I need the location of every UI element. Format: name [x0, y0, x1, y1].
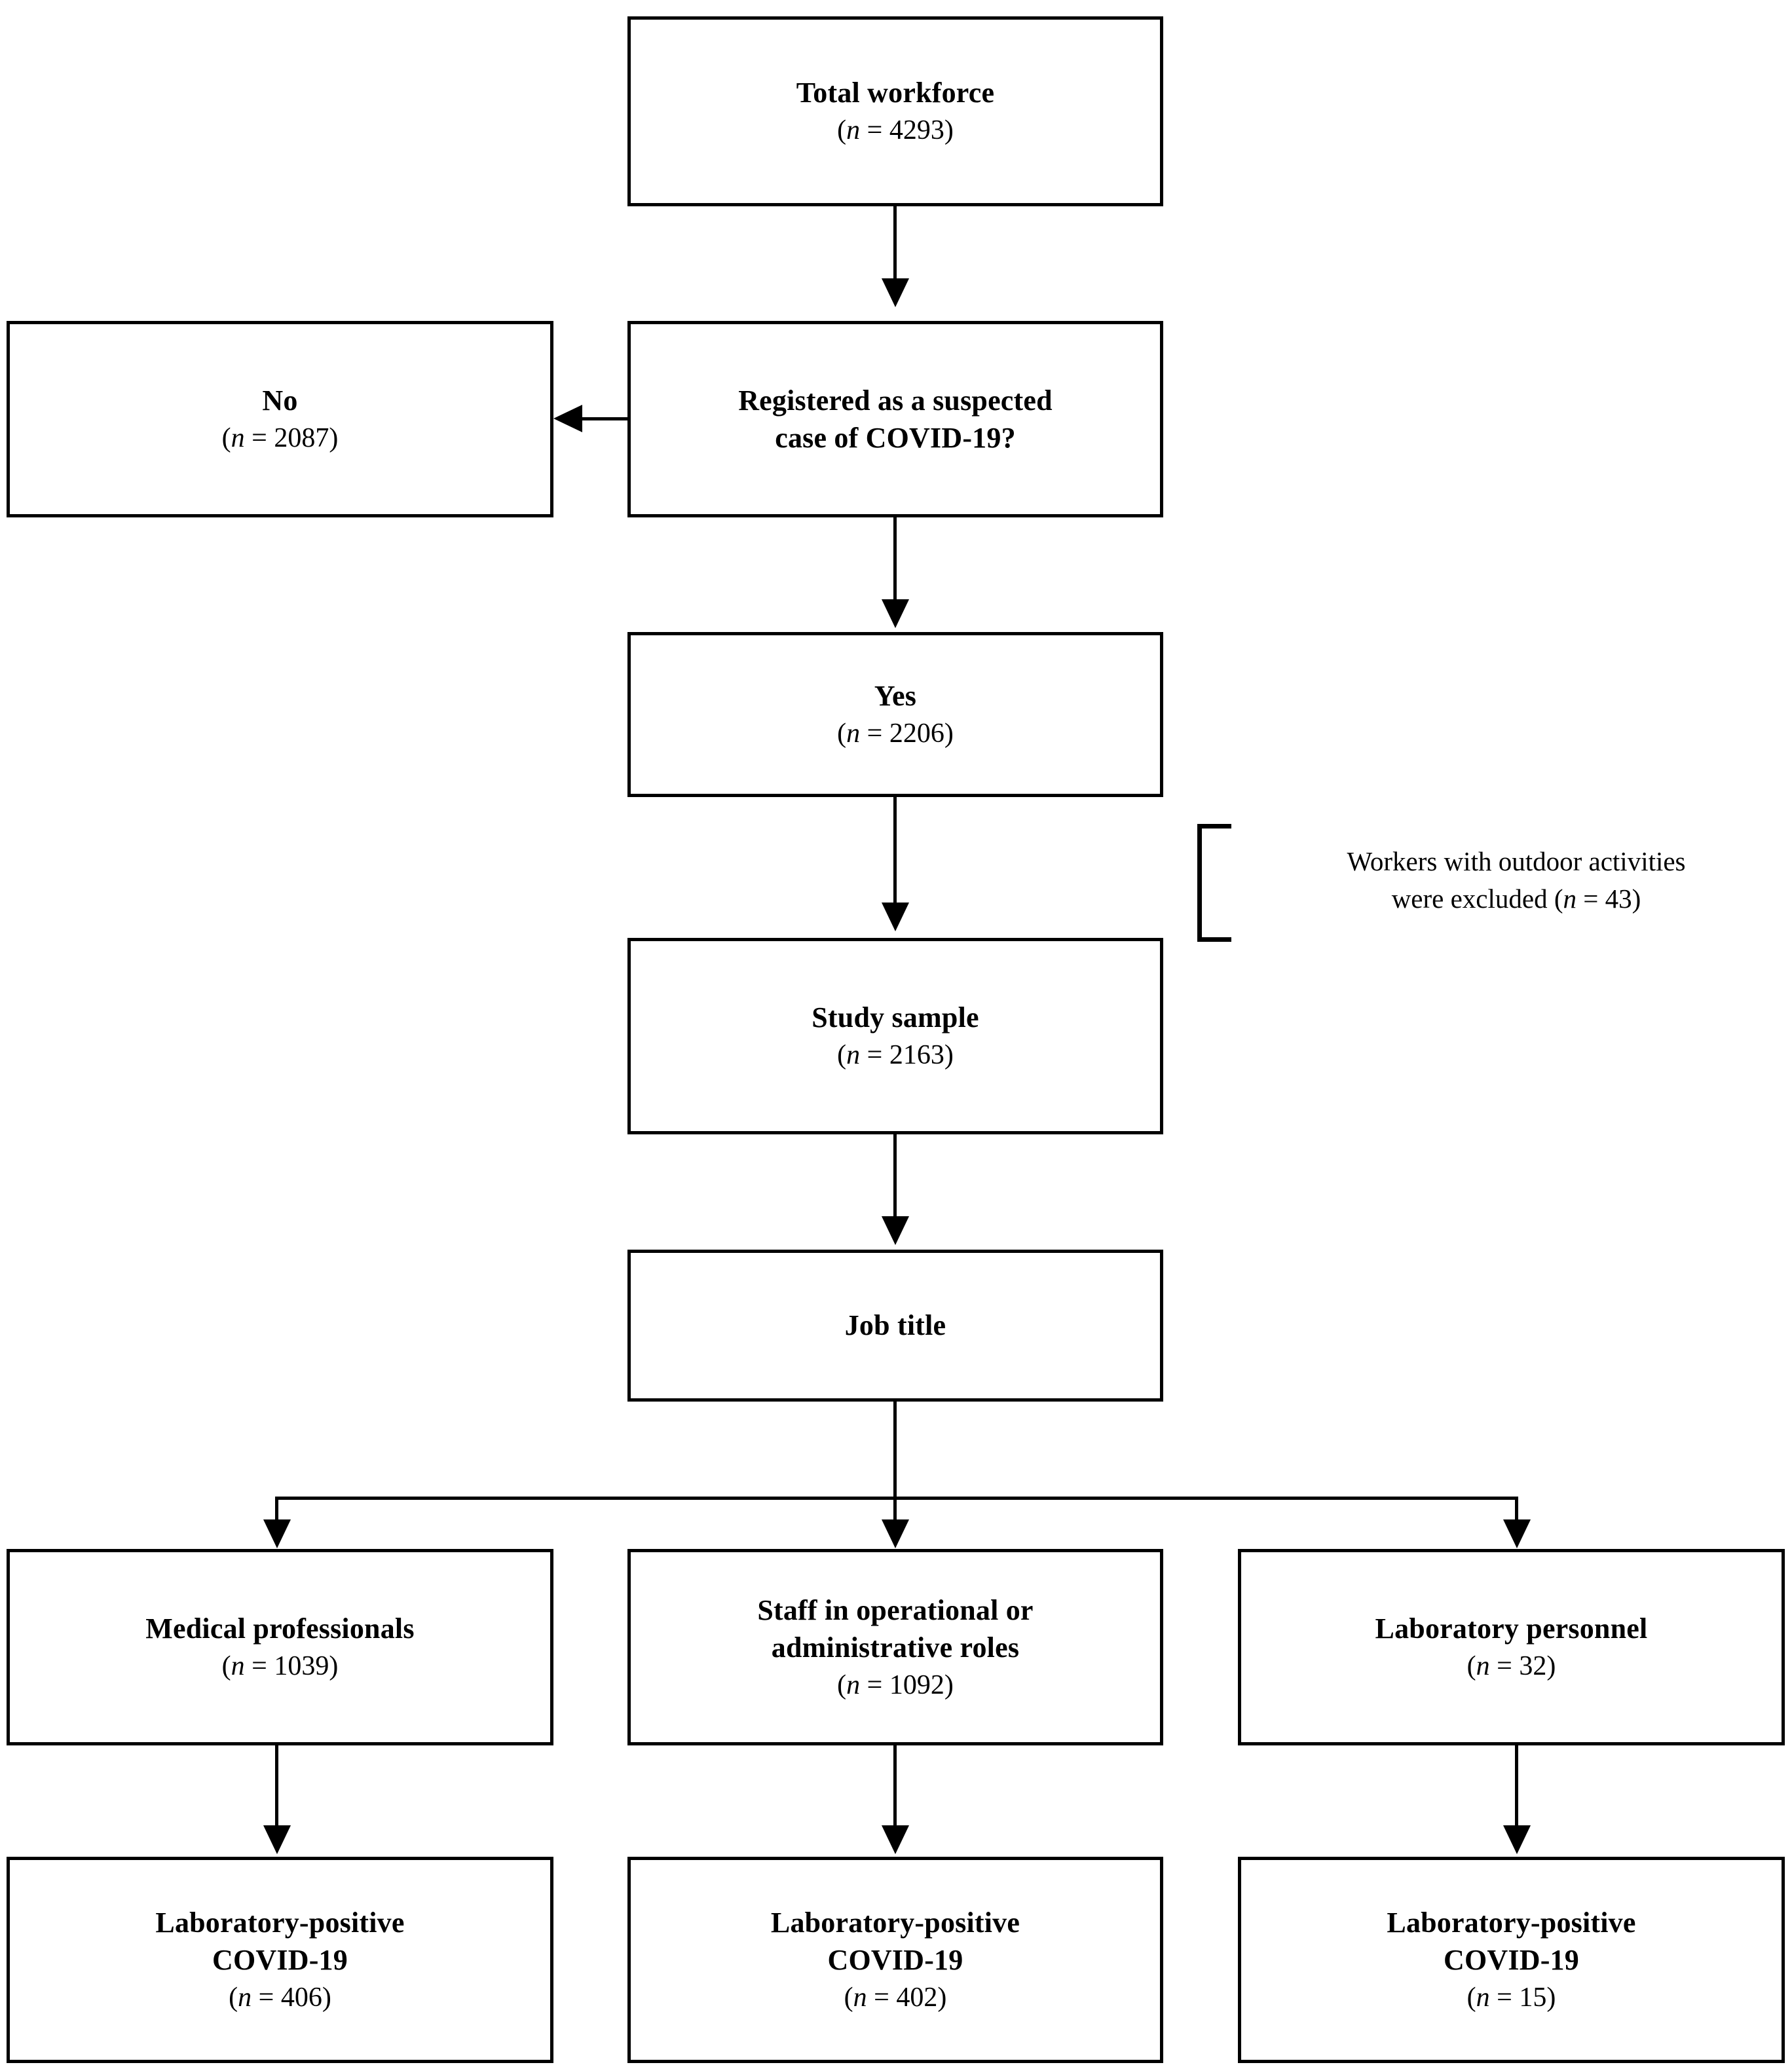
connector-medical-to-lab-positive [275, 1745, 278, 1827]
node-total-workforce: Total workforce (n = 4293) [627, 16, 1163, 206]
connector-job-title-stem [893, 1402, 897, 1500]
node-operational-administrative-staff: Staff in operational or administrative r… [627, 1549, 1163, 1745]
node-laboratory-personnel-count: (n = 32) [1466, 1651, 1556, 1682]
node-laboratory-personnel: Laboratory personnel (n = 32) [1238, 1549, 1785, 1745]
node-lab-positive-medical-count: (n = 406) [229, 1983, 331, 2013]
node-laboratory-personnel-title: Laboratory personnel [1375, 1612, 1648, 1645]
node-lab-positive-laboratory-title: Laboratory-positive COVID-19 [1387, 1907, 1636, 1977]
node-study-sample: Study sample (n = 2163) [627, 938, 1163, 1134]
arrowhead-yes-to-study-sample [882, 903, 909, 931]
node-lab-positive-laboratory: Laboratory-positive COVID-19 (n = 15) [1238, 1857, 1785, 2063]
exclusion-bracket [1197, 824, 1231, 942]
arrowhead-total-to-registered [882, 278, 909, 307]
arrowhead-branch-to-medical [263, 1519, 291, 1548]
arrowhead-medical-to-lab-positive [263, 1825, 291, 1854]
connector-branch-to-operational [893, 1497, 897, 1523]
arrowhead-branch-to-operational [882, 1519, 909, 1548]
connector-study-sample-to-job-title [893, 1134, 897, 1220]
node-lab-positive-operational-title: Laboratory-positive COVID-19 [770, 1907, 1020, 1977]
connector-branch-to-laboratory [1515, 1497, 1518, 1523]
node-no-title: No [262, 384, 298, 417]
node-yes-count: (n = 2206) [837, 718, 954, 749]
node-no-count: (n = 2087) [221, 423, 339, 454]
connector-operational-to-lab-positive [893, 1745, 897, 1827]
node-lab-positive-medical-title: Laboratory-positive COVID-19 [155, 1907, 405, 1977]
connector-total-to-registered [893, 206, 897, 282]
node-study-sample-count: (n = 2163) [837, 1040, 954, 1071]
arrowhead-laboratory-to-lab-positive [1503, 1825, 1531, 1854]
node-registered-suspected-case: Registered as a suspected case of COVID-… [627, 321, 1163, 517]
connector-registered-to-yes [893, 517, 897, 603]
connector-branch-to-medical [275, 1497, 278, 1523]
node-medical-professionals-title: Medical professionals [145, 1612, 415, 1645]
node-registered-suspected-case-title: Registered as a suspected case of COVID-… [738, 384, 1053, 454]
connector-registered-to-no [582, 417, 629, 420]
node-medical-professionals-count: (n = 1039) [221, 1651, 339, 1682]
connector-job-title-branch-bar [275, 1497, 1518, 1500]
node-yes-title: Yes [874, 680, 917, 713]
node-lab-positive-medical: Laboratory-positive COVID-19 (n = 406) [7, 1857, 553, 2063]
node-operational-administrative-staff-title: Staff in operational or administrative r… [757, 1593, 1034, 1664]
node-lab-positive-operational: Laboratory-positive COVID-19 (n = 402) [627, 1857, 1163, 2063]
arrowhead-study-sample-to-job-title [882, 1216, 909, 1245]
node-operational-administrative-staff-count: (n = 1092) [837, 1669, 954, 1700]
node-total-workforce-count: (n = 4293) [837, 115, 954, 146]
exclusion-annotation-text: Workers with outdoor activities were exc… [1347, 846, 1686, 914]
node-no: No (n = 2087) [7, 321, 553, 517]
arrowhead-registered-to-no [553, 405, 582, 432]
arrowhead-branch-to-laboratory [1503, 1519, 1531, 1548]
node-medical-professionals: Medical professionals (n = 1039) [7, 1549, 553, 1745]
node-yes: Yes (n = 2206) [627, 632, 1163, 797]
connector-laboratory-to-lab-positive [1515, 1745, 1518, 1827]
node-lab-positive-operational-count: (n = 402) [844, 1983, 947, 2013]
node-job-title: Job title [627, 1250, 1163, 1402]
arrowhead-registered-to-yes [882, 599, 909, 628]
node-lab-positive-laboratory-count: (n = 15) [1466, 1983, 1556, 2013]
node-job-title-title: Job title [844, 1309, 946, 1342]
node-total-workforce-title: Total workforce [796, 77, 995, 109]
node-study-sample-title: Study sample [812, 1001, 979, 1034]
connector-yes-to-study-sample [893, 797, 897, 905]
arrowhead-operational-to-lab-positive [882, 1825, 909, 1854]
